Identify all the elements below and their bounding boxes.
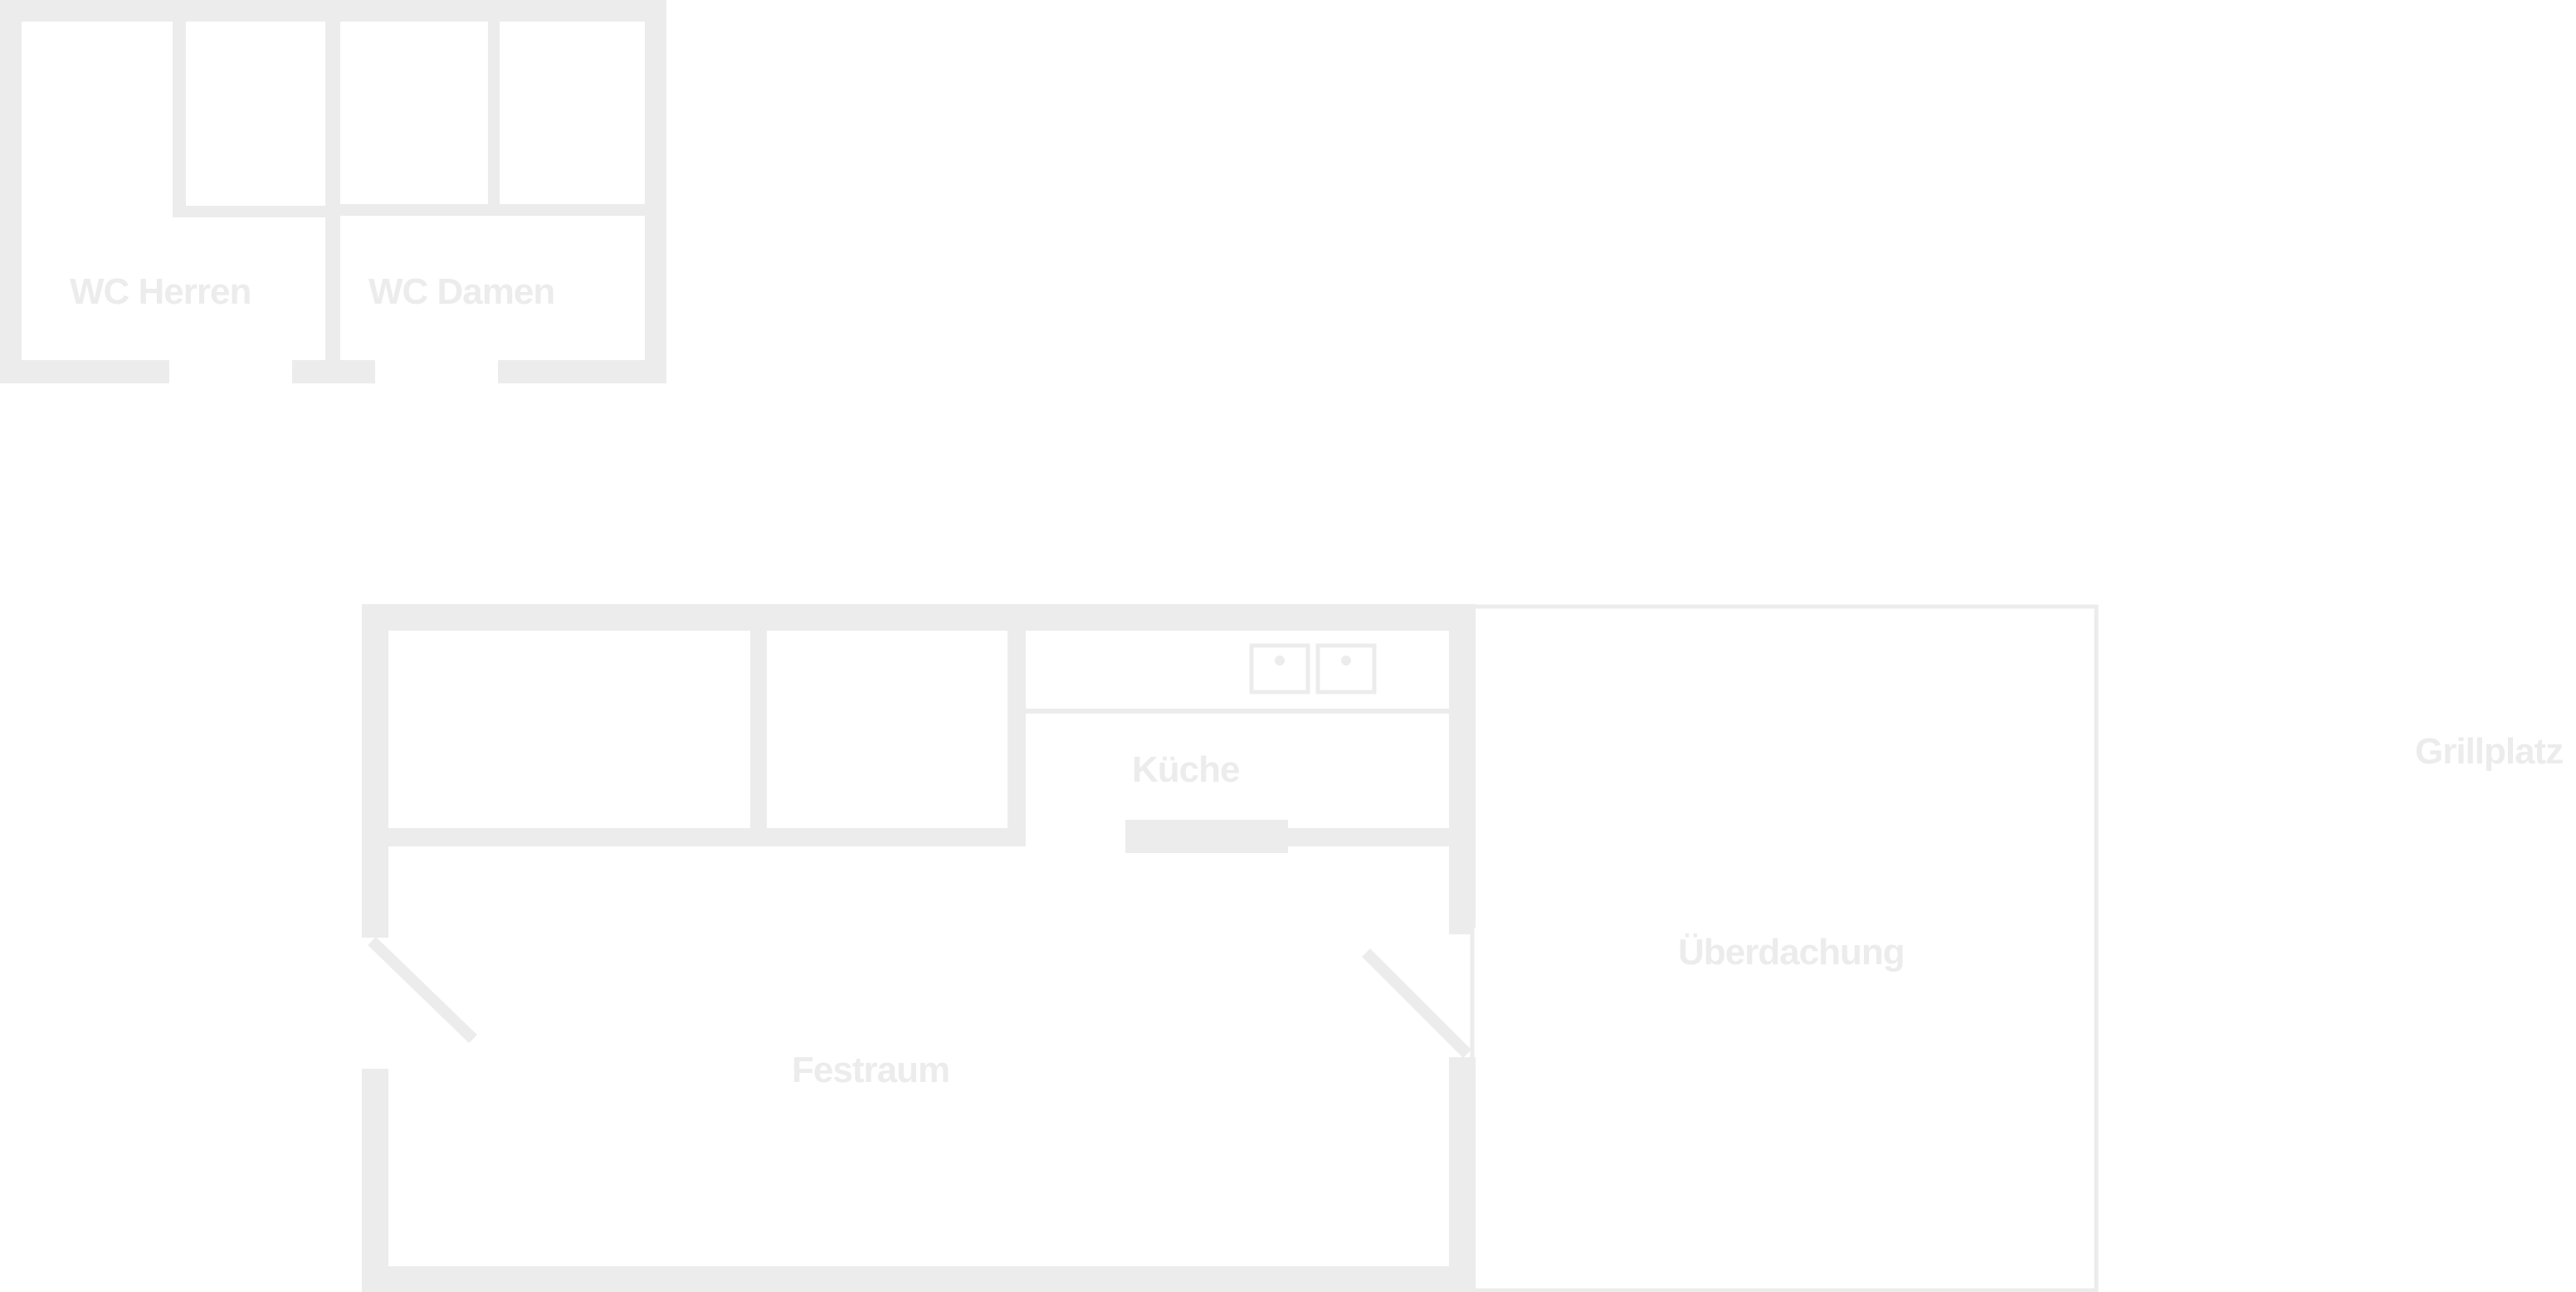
door-right-leaf (1362, 948, 1471, 1058)
main-wall-bottom (362, 1266, 1476, 1292)
sink-basin-right (1315, 643, 1377, 695)
wc-damen-stall-front (334, 204, 654, 216)
label-kueche: Küche (1132, 749, 1239, 790)
main-building (362, 604, 1476, 1292)
wc-herren-stall-front (173, 206, 334, 217)
canopy-outline (1470, 604, 2099, 1292)
wc-wall-bottom-1 (0, 360, 169, 383)
wc-herren-stall-wall (173, 0, 186, 217)
label-festraum: Festraum (792, 1050, 949, 1090)
wc-wall-right (645, 0, 666, 383)
serving-counter (1125, 820, 1288, 853)
label-wc-herren: WC Herren (70, 271, 251, 312)
door-left-leaf (368, 936, 477, 1044)
wc-wall-bottom-3 (498, 360, 666, 383)
kitchen-wall-bottom (1285, 828, 1451, 846)
main-wall-top (362, 604, 1476, 631)
storage-divider-1 (750, 604, 767, 845)
sink-drain-left (1275, 656, 1285, 666)
sink-drain-right (1341, 656, 1351, 666)
main-wall-left-lower (362, 1069, 388, 1292)
kitchen-counter-line (1024, 709, 1451, 714)
sink-basin-left (1249, 643, 1310, 695)
label-grillplatz: Grillplatz (2415, 731, 2563, 772)
wc-damen-stall-wall (488, 0, 500, 212)
door-right-frame (1449, 928, 1471, 934)
festraum-back-wall (362, 828, 1026, 846)
double-sink (1249, 643, 1377, 695)
label-wc-damen: WC Damen (368, 271, 554, 312)
wc-divider-center (325, 0, 340, 368)
main-wall-left-upper (362, 604, 388, 938)
label-ueberdachung: Überdachung (1678, 932, 1905, 973)
wc-building (0, 0, 666, 383)
wc-wall-left (0, 0, 22, 383)
storage-divider-2 (1007, 604, 1026, 846)
